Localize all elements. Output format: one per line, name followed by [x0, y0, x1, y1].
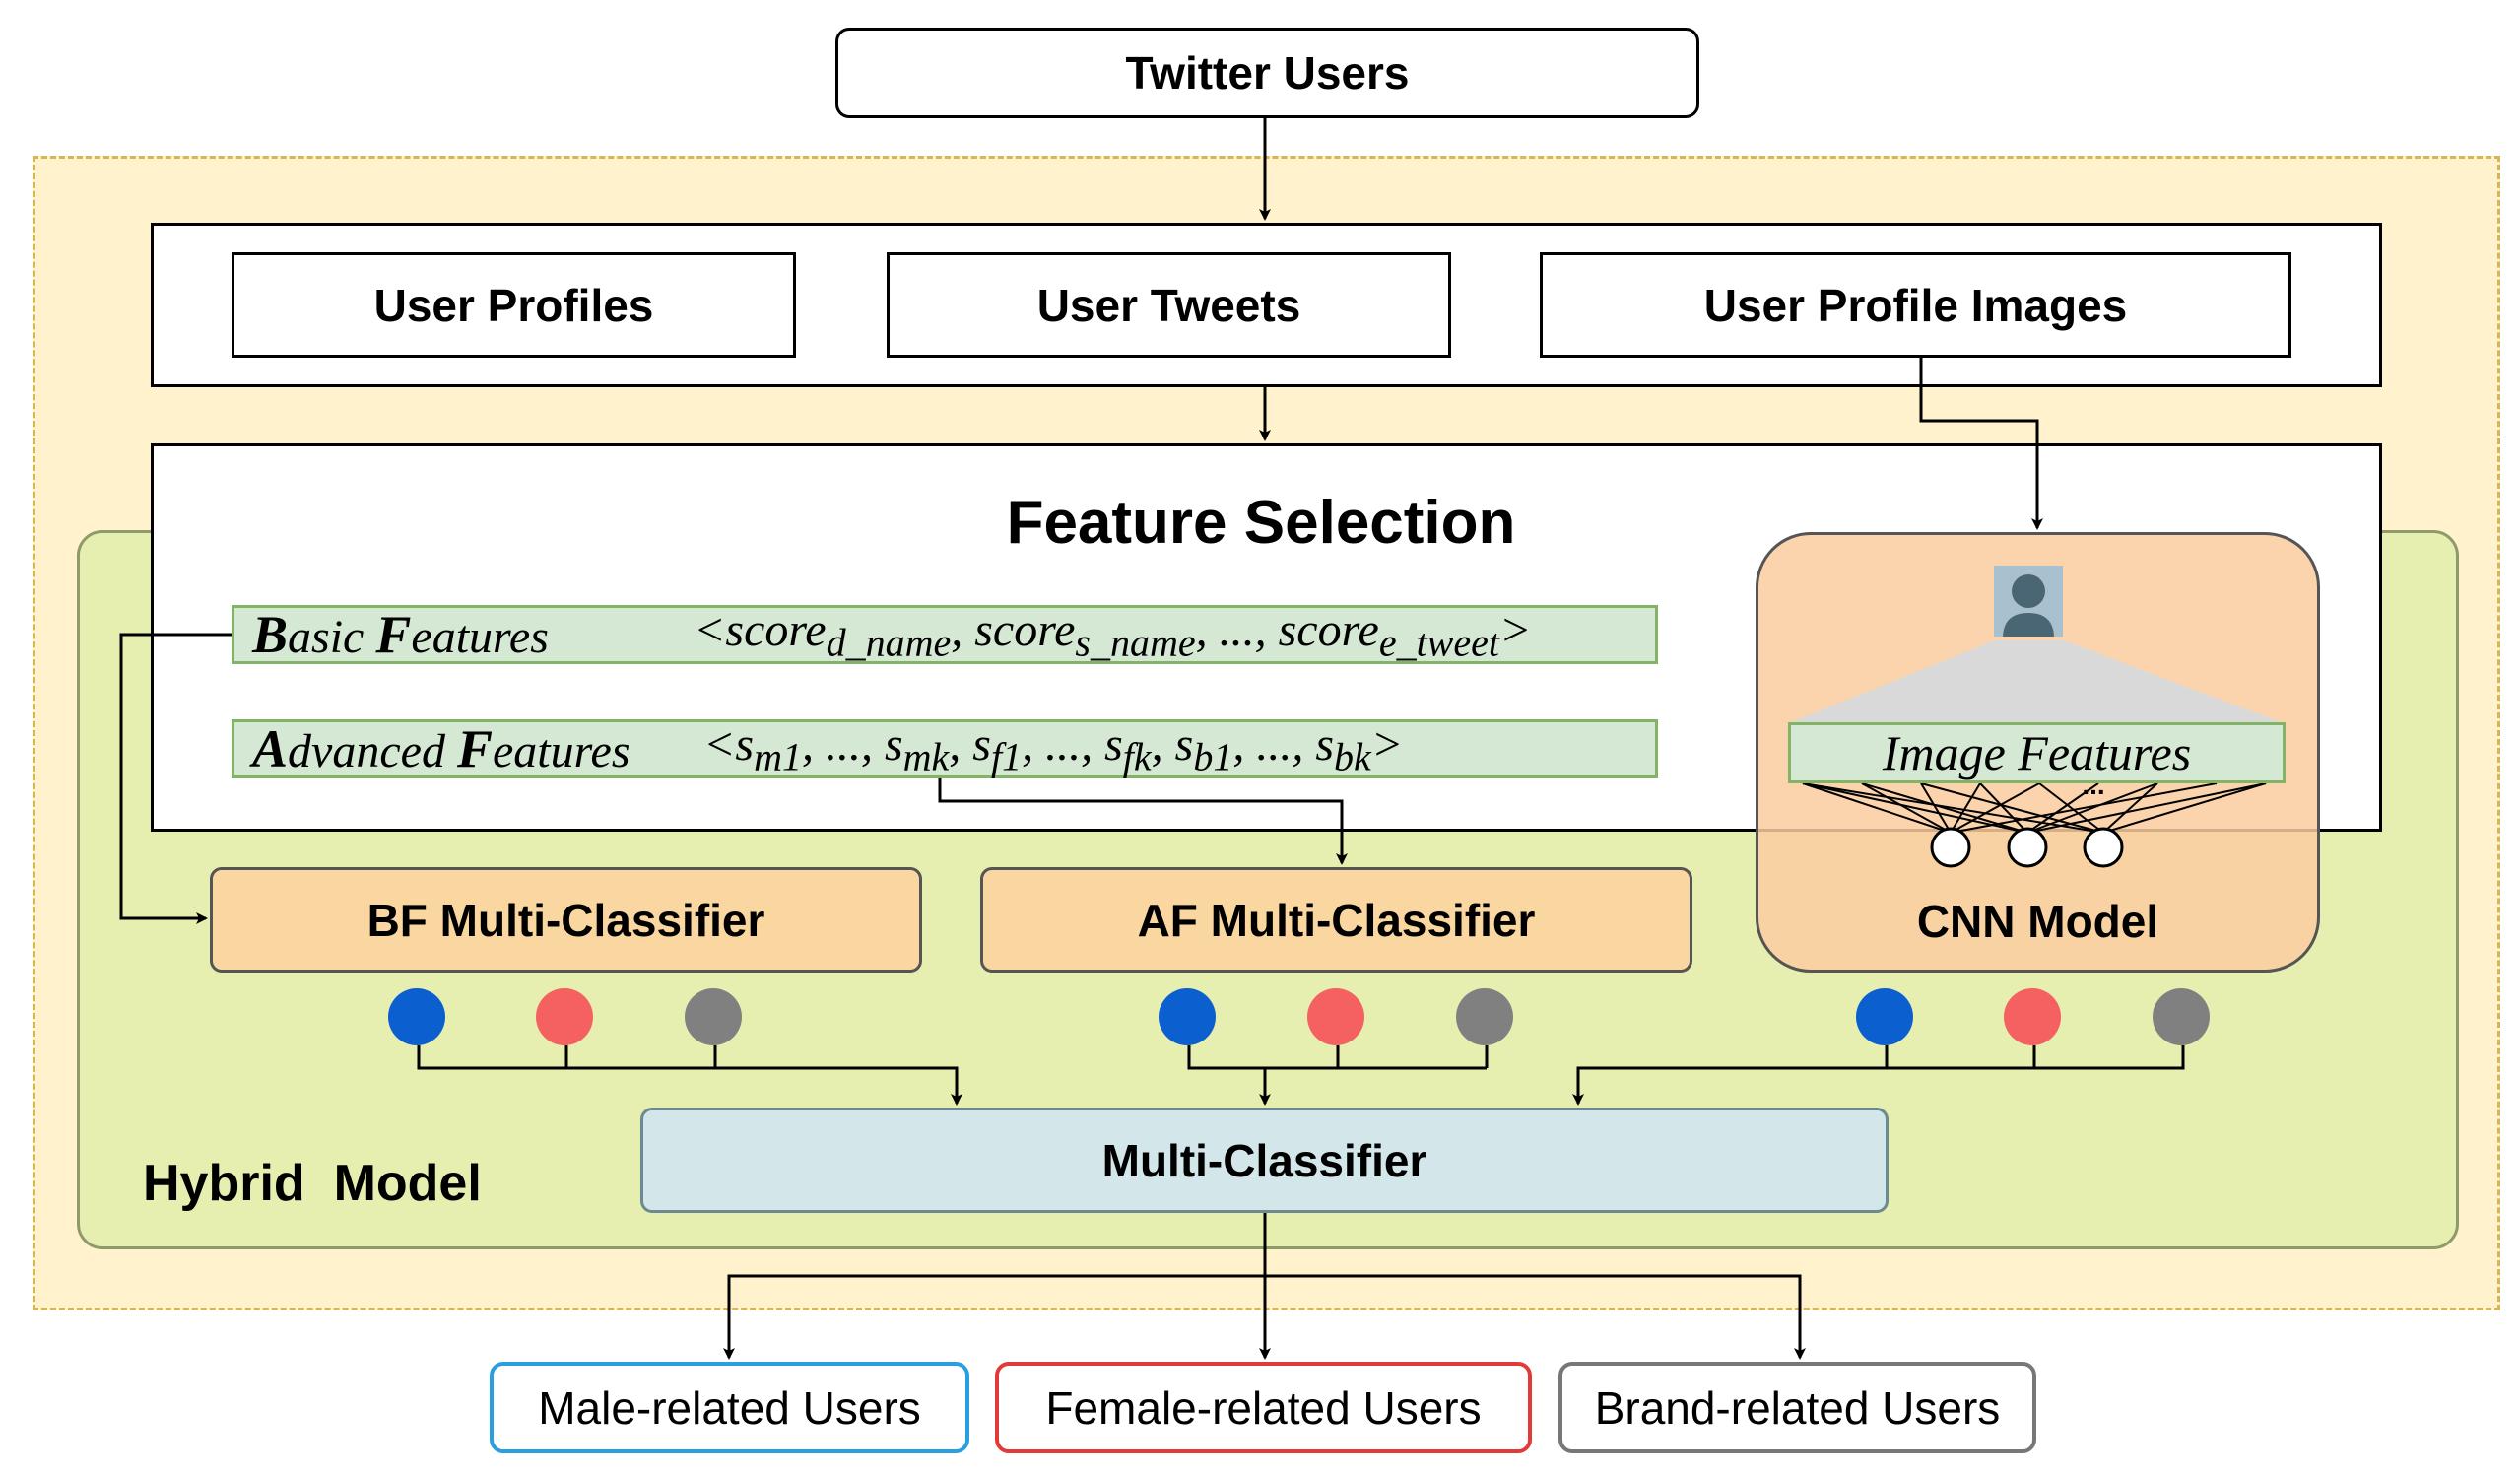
cnn-male-dot: [1856, 988, 1913, 1045]
male-related-users-node: Male-related Users: [490, 1362, 969, 1453]
cnn-ellipsis: ...: [2082, 770, 2105, 800]
multi-classifier-node: Multi-Classifier: [640, 1108, 1889, 1213]
bf-brand-dot: [685, 988, 742, 1045]
af-male-dot: [1159, 988, 1216, 1045]
bf-multi-classifier-node: BF Multi-Classifier: [210, 867, 922, 973]
user-profiles-node: User Profiles: [232, 252, 796, 358]
arrow-cnn-dots-to-multi: [1572, 1045, 2185, 1106]
af-brand-dot: [1456, 988, 1513, 1045]
basic-features-row: Basic Features <scored_name, scores_name…: [232, 604, 1658, 665]
cnn-model-label: CNN Model: [1916, 896, 2159, 947]
af-female-dot: [1307, 988, 1364, 1045]
feature-selection-title: Feature Selection: [1006, 488, 1516, 557]
arrow-images-to-cnn: [1919, 358, 2043, 530]
brand-related-users-node: Brand-related Users: [1558, 1362, 2036, 1453]
cnn-neuron-2: [2007, 827, 2048, 868]
cnn-connections: [1802, 782, 2267, 834]
advanced-features-row: Advanced Features <sm1, ..., smk, sf1, .…: [232, 718, 1658, 779]
bf-male-dot: [388, 988, 445, 1045]
image-features-box: Image Features: [1788, 722, 2286, 783]
cnn-neuron-1: [1930, 827, 1971, 868]
arrow-bf-dots-to-multi: [417, 1045, 962, 1106]
hybrid-model-label: Hybrid Model: [143, 1155, 482, 1212]
user-profile-images-node: User Profile Images: [1540, 252, 2291, 358]
twitter-users-node: Twitter Users: [835, 28, 1699, 118]
cnn-brand-dot: [2153, 988, 2210, 1045]
user-avatar-icon: [1994, 566, 2063, 637]
af-multi-classifier-node: AF Multi-Classifier: [980, 867, 1692, 973]
arrow-basic-to-bf: [119, 633, 232, 924]
advanced-features-vector: <sm1, ..., smk, sf1, ..., sfk, sb1, ...,…: [703, 718, 1404, 779]
cnn-projection-shape: [1791, 640, 2281, 722]
advanced-features-label: Advanced Features: [252, 719, 630, 778]
female-related-users-node: Female-related Users: [995, 1362, 1532, 1453]
bf-female-dot: [536, 988, 593, 1045]
cnn-female-dot: [2004, 988, 2061, 1045]
basic-features-vector: <scored_name, scores_name, ..., scoree_t…: [694, 604, 1532, 665]
basic-features-label: Basic Features: [252, 605, 549, 664]
arrow-advanced-to-af: [938, 778, 1348, 865]
user-tweets-node: User Tweets: [887, 252, 1451, 358]
cnn-neuron-3: [2083, 827, 2124, 868]
